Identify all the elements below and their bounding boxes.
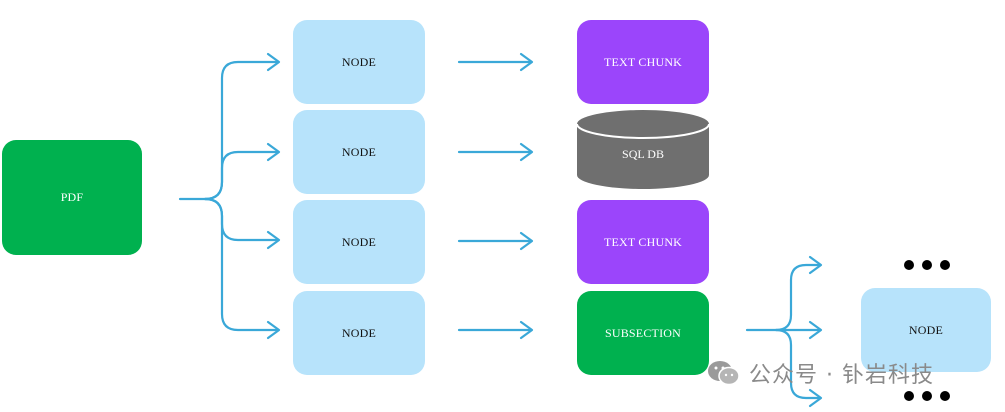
sql-db-label: SQL DB: [622, 146, 664, 161]
sql-db-cylinder: [576, 110, 710, 189]
subsection-label: SUBSECTION: [604, 325, 681, 340]
node-label: NODE: [341, 144, 377, 159]
text-chunk-label: TEXT CHUNK: [603, 54, 683, 69]
watermark-text: 公众号 · 钋岩科技: [749, 363, 934, 388]
pdf-to-node-3-arrow: [203, 197, 280, 242]
text-chunk-box-2: TEXT CHUNK: [577, 200, 709, 284]
pdf-to-node-2-arrow: [203, 150, 280, 201]
text-chunk-box-1: TEXT CHUNK: [577, 20, 709, 104]
subsection-box: SUBSECTION: [577, 291, 709, 375]
ellipsis-dots-top: [904, 260, 950, 270]
node-box-2: NODE: [293, 110, 425, 194]
ellipsis-dots-bottom: [904, 391, 950, 401]
subsection-to-child-top-arrow: [745, 263, 822, 332]
node-label: NODE: [341, 54, 377, 69]
wechat-icon: [708, 361, 740, 386]
pdf-box: PDF: [2, 140, 142, 255]
node-box-4: NODE: [293, 291, 425, 375]
child-node-box: NODE: [861, 288, 991, 372]
pdf-label: PDF: [60, 190, 84, 204]
child-node-label: NODE: [908, 322, 944, 337]
node-box-3: NODE: [293, 200, 425, 284]
pdf-to-node-4-arrow: [203, 197, 280, 332]
node-label: NODE: [341, 325, 377, 340]
node-label: NODE: [341, 234, 377, 249]
subsection-to-child-bot-arrow: [774, 328, 822, 400]
node-box-1: NODE: [293, 20, 425, 104]
watermark: 公众号 · 钋岩科技: [707, 357, 934, 389]
pdf-to-node-1-arrow: [178, 60, 280, 201]
text-chunk-label: TEXT CHUNK: [603, 234, 683, 249]
